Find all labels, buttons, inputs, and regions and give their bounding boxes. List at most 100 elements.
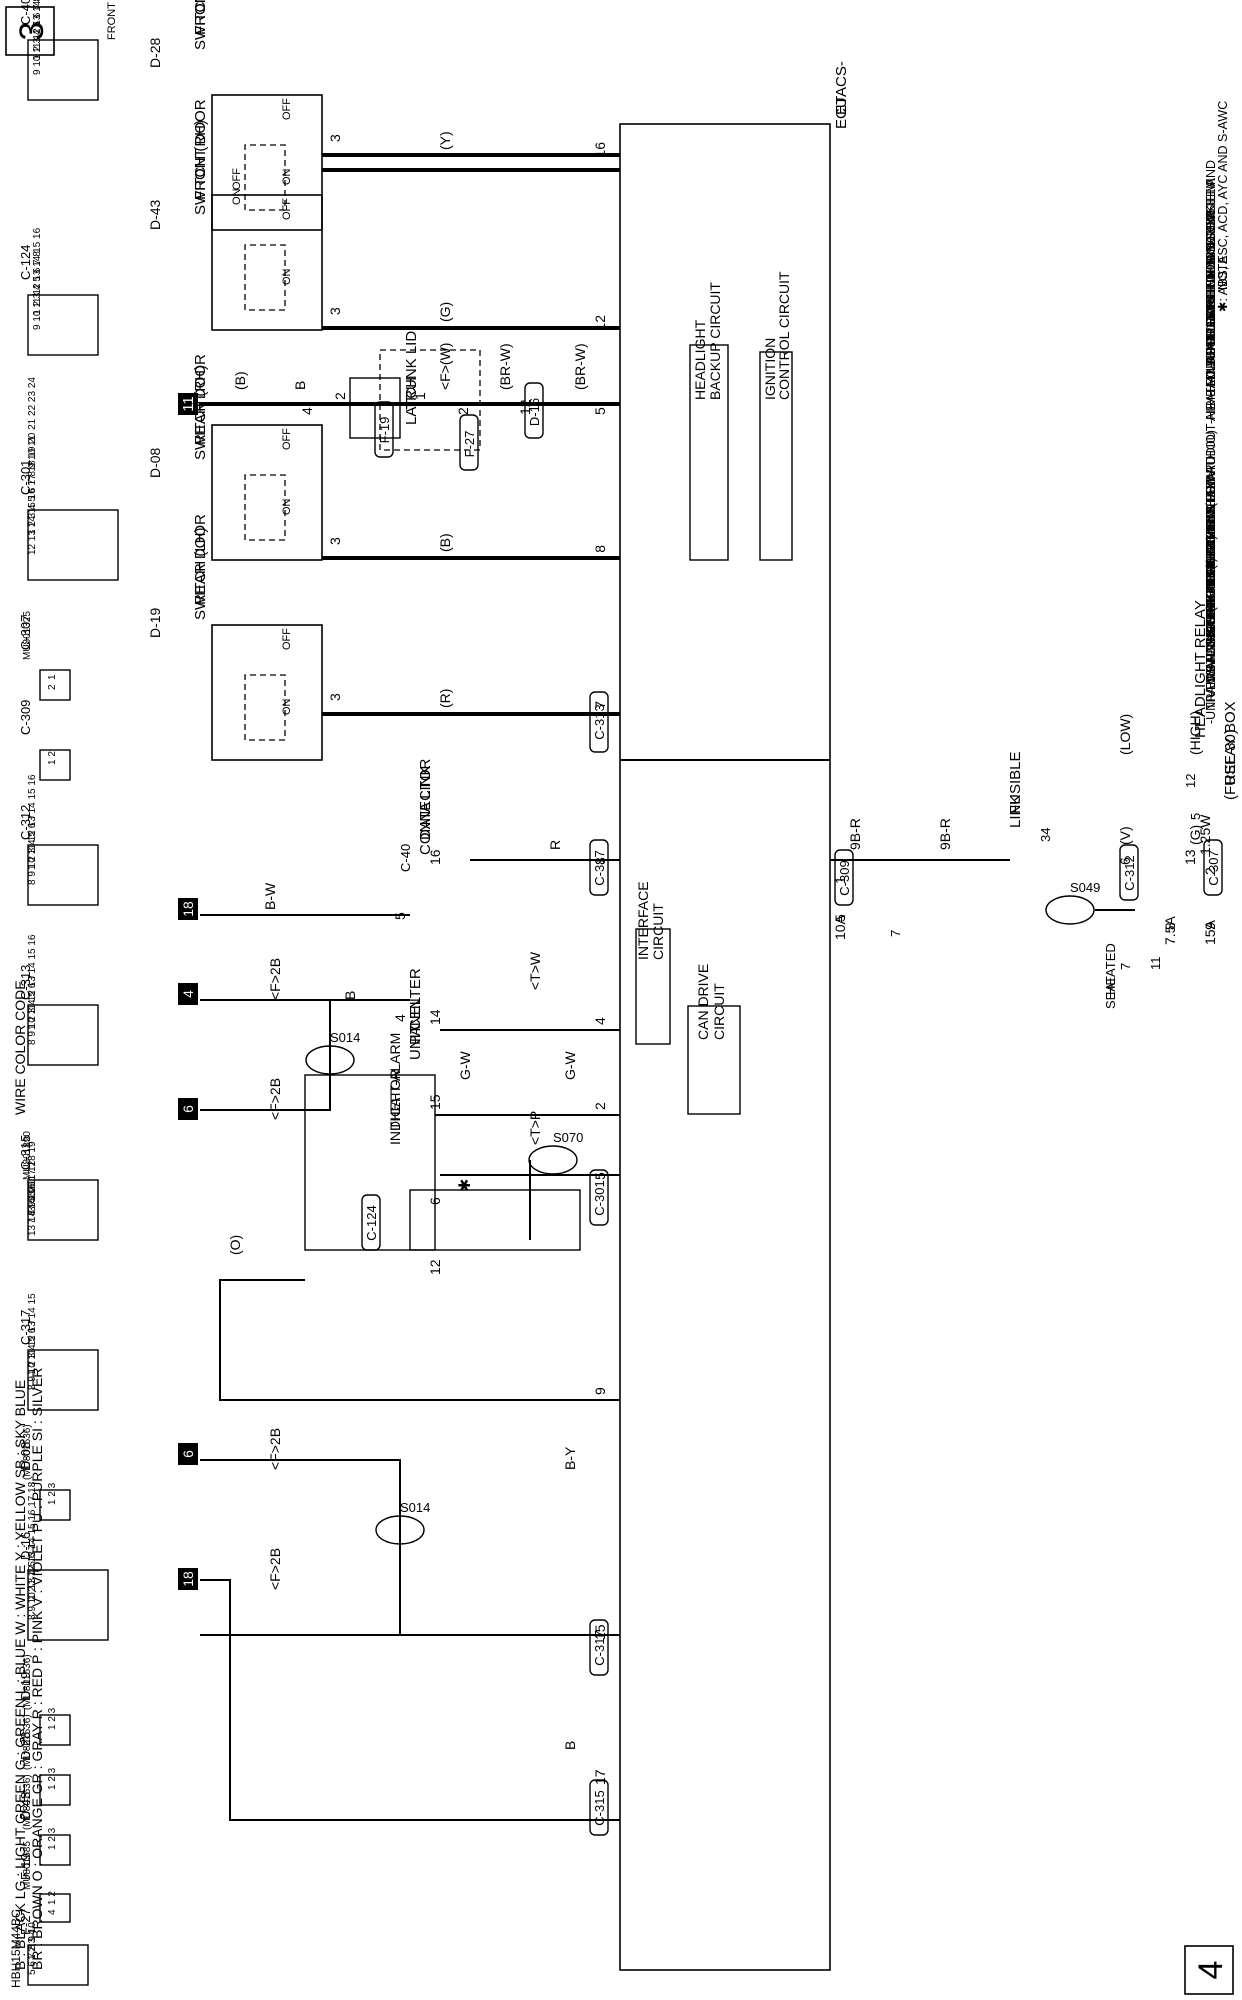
trunk-conn3-box: [524, 382, 544, 439]
note-col1-1: CIGARETTE LIGHTER: [1204, 211, 1218, 340]
leg-c312: C-312: [18, 805, 33, 840]
headlight-title: HEADLIGHT RELAY: [1192, 600, 1209, 738]
rg-f2b-a: <F>2B: [267, 1428, 283, 1470]
dlc-pin16: 16: [427, 849, 443, 865]
leg-f27-box: [27, 1944, 89, 1986]
leg-d19-box: [39, 1714, 71, 1746]
switch-ecu-conn: C-313: [592, 704, 607, 739]
fusible-splice: [1045, 895, 1095, 925]
headlight-pin6: 6: [1117, 857, 1133, 865]
trunk-pin1: 1: [412, 392, 428, 400]
cp-wire-gw: G-W: [457, 1050, 473, 1080]
dlc-can-l-conn-box: [589, 1169, 609, 1226]
leg-c40-row0: 1 2 3 4 5 6 7 8: [32, 0, 43, 60]
leg-c317: C-317: [18, 1310, 33, 1345]
dlc-can-h-pin: 4: [592, 1017, 608, 1025]
fusible-ecu-conn: C-309: [837, 860, 852, 895]
switch-name-2: SWITCH (LH): [192, 0, 209, 50]
relay-fuse9: 9: [1202, 922, 1218, 930]
note-col1-2: -AIR CONDITIONING SYSTEM: [1204, 178, 1218, 354]
cp-splice: [528, 1145, 578, 1175]
leg-c315-row1: 3 4 5 6: [27, 1181, 38, 1212]
switch-box: [211, 424, 323, 561]
switch-ecu-pin: 12: [592, 315, 608, 331]
relay-wire: 1.25W: [1197, 814, 1213, 855]
trunk-ground-no: 11: [180, 396, 197, 412]
leg-c313-row1: 8 9 10 11 12 13 14 15 16: [27, 934, 38, 1045]
fusible-link: FUSIBLE LINK 34 9B-R 9B-R S049 HEATED SE…: [830, 751, 1118, 1009]
dlc-b: B: [342, 991, 358, 1000]
leg-f19: F-19: [18, 1853, 33, 1880]
dlc-ecu-conn-r: C-317: [592, 850, 607, 885]
trunk-conn-box: [374, 401, 394, 458]
cp-pin15: 15: [427, 1094, 443, 1110]
relay-amp8: 7.5A: [1162, 916, 1178, 945]
relay-top-ref: 5: [1188, 813, 1203, 820]
dlc-ecu-pin-r: 8: [592, 857, 608, 865]
dlc-gnd4: 4: [180, 990, 196, 998]
headlight-pin13: 13: [1182, 849, 1198, 865]
relay-name-1: RELAY BOX: [1222, 701, 1239, 785]
leg-d19-extra: (MU801536): [22, 1654, 33, 1710]
leg-d08-row0: 1 2 3: [47, 1482, 58, 1505]
dlc-gnd6: 6: [180, 1105, 196, 1113]
switch-conn: D-08: [147, 447, 163, 478]
front-door-switch-lh: 16 3 (Y) FRONT DOOR SWITCH (LH) D-28 OFF…: [147, 0, 620, 231]
leg-f27-row0: 1 2 3 4: [27, 1929, 38, 1960]
switch-wire-color: (Y): [437, 131, 453, 150]
dlc-name-2: CONNECTOR: [417, 758, 434, 855]
interface-circuit-box: [635, 928, 671, 1045]
relay-conn-box: [1203, 839, 1223, 896]
leg-c313-box: [27, 1004, 99, 1066]
cp-conn-box: [361, 1194, 381, 1251]
switch-pin: 3: [327, 307, 343, 315]
trunk-pin-f27: 2: [455, 407, 471, 415]
trunk-lid-latch: 5 (BR-W) (BR-W) <F>(W) 12 D-16 2 F-27 1 …: [178, 331, 620, 471]
leg-d16-row1: 8 9 10 11 12 13 14 15 16 17 18: [27, 1481, 38, 1620]
page-number-right: 4: [1192, 1961, 1230, 1980]
wire-f2b: [200, 1000, 331, 1111]
relay-amp9: 15A: [1202, 919, 1218, 945]
dlc-splice-label: S014: [330, 1030, 360, 1045]
switch-off-label: OFF: [281, 98, 293, 120]
trunk-conn: F-19: [377, 417, 392, 444]
dlc-f2b-b: <F>2B: [267, 1078, 283, 1120]
headlight-low: (LOW): [1117, 714, 1133, 755]
rg-gnd6-box: [178, 1443, 198, 1465]
leg-d08-box: [39, 1489, 71, 1521]
note-col2-5: WARNING LIGHT: [1204, 581, 1218, 682]
connector-legend: C-40 FRONT SIDE 1 2 3 4 5 6 7 8 9 10 11 …: [18, 0, 119, 1986]
cp-indicator-2: INDICATOR: [387, 1069, 403, 1145]
leg-c40: C-40: [18, 0, 33, 25]
wcc-line2: BR : BROWN O : ORANGE GR : GRAY R : RED …: [29, 1368, 45, 1970]
switch-wire-color: (G): [437, 302, 453, 322]
rg-splice-label: S014: [400, 1500, 430, 1515]
leg-c313: C-313: [18, 965, 33, 1000]
leg-d28-row0: 1 2 3: [47, 1767, 58, 1790]
leg-c312-box: [27, 844, 99, 906]
dlc-b-w: B-W: [262, 882, 278, 910]
leg-c307-row0: 1: [47, 674, 58, 680]
wires: [200, 168, 1135, 1821]
leg-c315-extra: MU801890: [22, 1131, 33, 1180]
leg-c307: C-307: [18, 615, 33, 650]
relay-box: RELAY BOX (FUSE 30) 5 1.25W 2 C-307 9 15…: [1118, 701, 1239, 970]
dlc-can-h: <T>W: [527, 951, 543, 990]
headlight-backup-label-2: BACKUP CIRCUIT: [707, 282, 723, 400]
cp-ecu-pin9: 9: [592, 1387, 608, 1395]
headlight-wire-v: (V): [1117, 826, 1133, 845]
wire-b-right: [200, 1579, 620, 1821]
note-col2-8: -UNIVERSAL SERIAL BUS (USB) BOX: [1204, 505, 1218, 724]
fusible-fuse-amp: 10A: [832, 914, 848, 940]
trunk-wire-mid: (BR-W): [497, 343, 513, 390]
trunk-pin4: 4: [299, 407, 315, 415]
leg-d28-box: [39, 1774, 71, 1806]
note-col2-0: -HEATER <VEHICLES WITHOUT AIR: [1204, 400, 1218, 612]
headlight-ref: 12: [1183, 774, 1198, 788]
switch-on-label-2: ON: [231, 188, 243, 205]
fusible-heated-2: SEAT: [1103, 976, 1118, 1009]
fusible-name-3: 34: [1038, 828, 1053, 842]
switch-box: [211, 624, 323, 761]
note-col2-2: -SPARE CONNECTOR (FOR AUDIO): [1204, 430, 1218, 640]
wcc-title: WIRE COLOR CODE: [12, 980, 28, 1115]
